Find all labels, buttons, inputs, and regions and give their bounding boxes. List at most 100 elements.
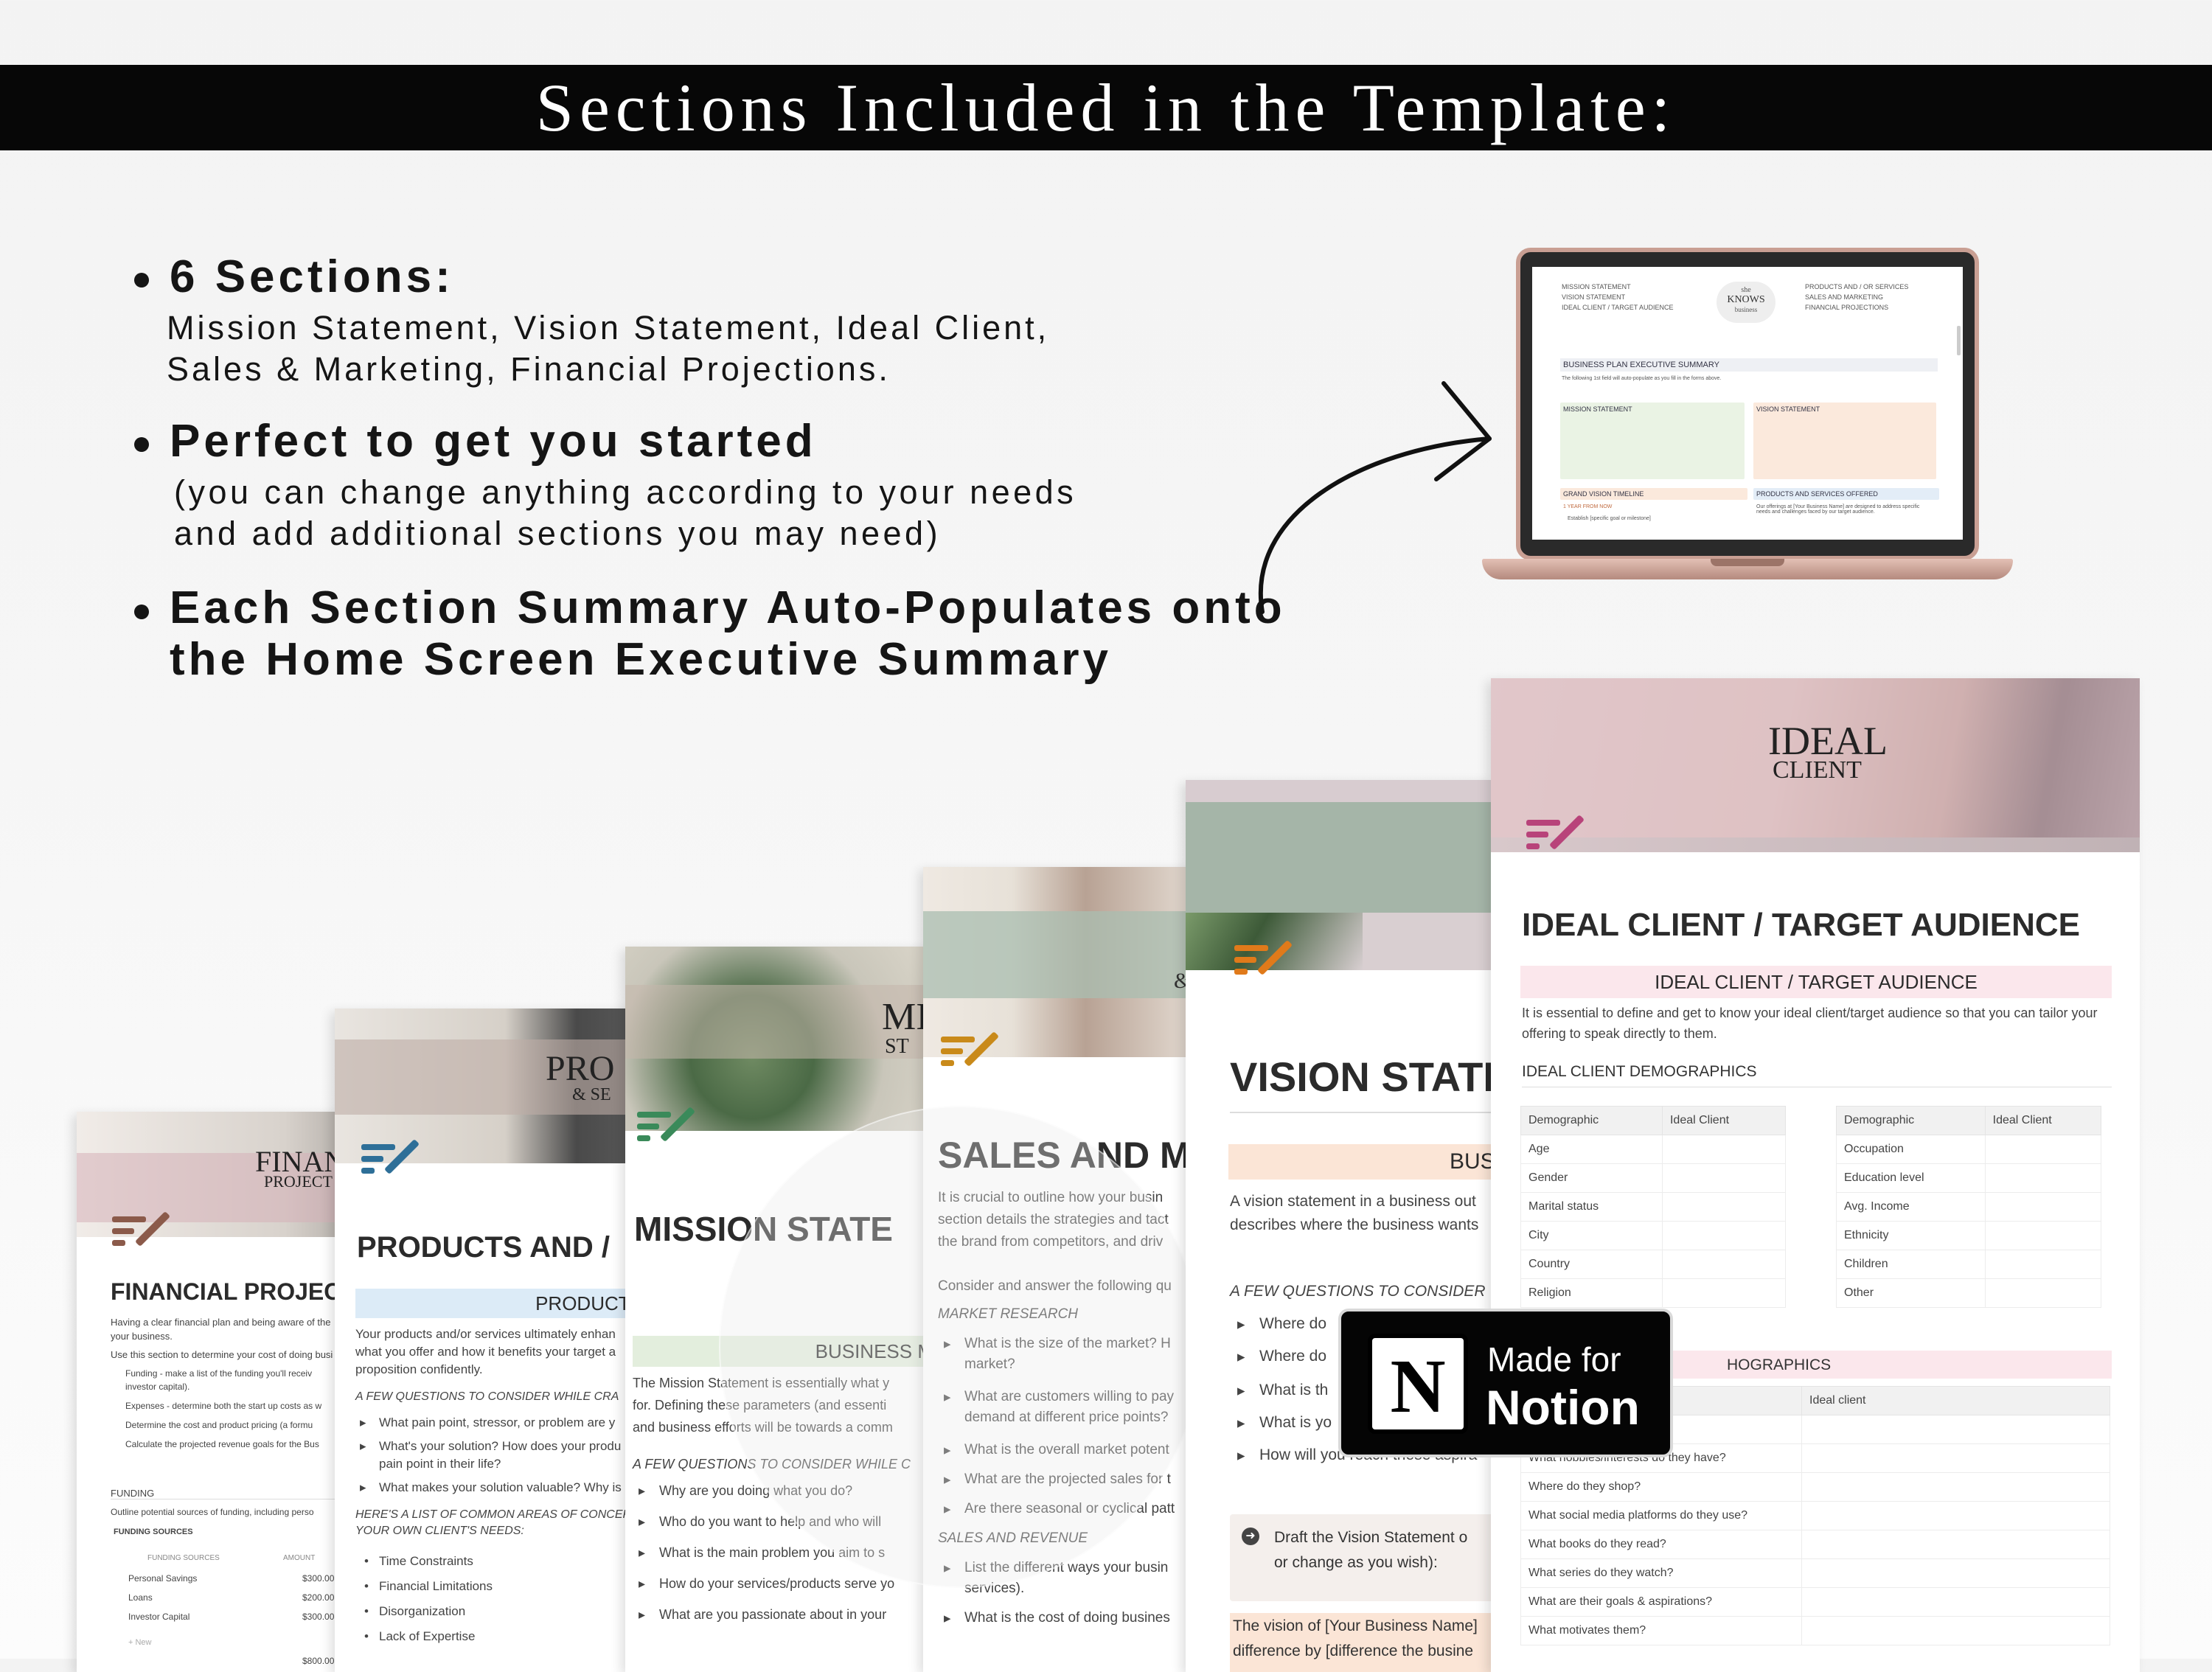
table-row[interactable]: Ethnicity	[1836, 1221, 2102, 1250]
section-heading: FUNDING	[111, 1488, 420, 1499]
page-title: FINANCIAL PROJECT	[111, 1278, 355, 1305]
database-title[interactable]: FUNDING SOURCES	[114, 1528, 193, 1536]
bullet-started-line1: (you can change anything according to yo…	[174, 473, 1077, 511]
callout-box: ➜ Draft the Vision Statement o or change…	[1230, 1514, 1495, 1601]
badge-line1: Made for	[1487, 1340, 1621, 1379]
table-row[interactable]: Occupation	[1836, 1135, 2102, 1164]
table-row[interactable]: Religion	[1520, 1278, 1787, 1308]
triangle-bullet-icon: ▸	[360, 1439, 366, 1453]
notes-edit-icon	[361, 1138, 420, 1184]
arrow-circle-icon: ➜	[1242, 1528, 1259, 1545]
section-header: BUSI	[1228, 1144, 1495, 1180]
triangle-bullet-icon: ▸	[639, 1607, 646, 1622]
mini-nav-item: MISSION STATEMENT	[1562, 283, 1631, 290]
bullet-sections-heading: 6 Sections:	[131, 251, 1385, 303]
bullet-sections-line1: Mission Statement, Vision Statement, Ide…	[167, 309, 1050, 346]
questions-heading: A FEW QUESTIONS TO CONSIDER	[1230, 1283, 1486, 1300]
mini-nav-item: SALES AND MARKETING	[1805, 293, 1884, 301]
mini-timeline-title: GRAND VISION TIMELINE	[1560, 488, 1747, 500]
triangle-bullet-icon: ▸	[639, 1545, 646, 1560]
draft-text-block[interactable]: The vision of [Your Business Name] diffe…	[1230, 1613, 1495, 1672]
bullet-autopopulate-heading: Each Section Summary Auto-Populates onto	[131, 582, 1385, 634]
table-row[interactable]: Loans	[128, 1592, 153, 1603]
bullet-dot-icon	[134, 273, 149, 288]
table-row[interactable]: What series do they watch?	[1520, 1558, 2110, 1588]
triangle-bullet-icon: ▸	[639, 1514, 646, 1529]
table-row[interactable]: Age	[1520, 1135, 1787, 1164]
cover-subtitle: ST	[885, 1035, 909, 1058]
mini-summary-note: The following 1st field will auto-popula…	[1562, 376, 1722, 381]
bullet-dot-icon	[134, 605, 149, 619]
page-title: PRODUCTS AND /	[357, 1231, 610, 1264]
triangle-bullet-icon: ▸	[639, 1576, 646, 1591]
cover-title: MI	[882, 996, 929, 1038]
feature-bullets: 6 Sections: Mission Statement, Vision St…	[131, 251, 1385, 686]
table-row[interactable]: Personal Savings	[128, 1573, 198, 1584]
add-row-button[interactable]: + New	[128, 1638, 152, 1647]
card-vision-statement: VISION STATE BUSI A vision statement in …	[1186, 780, 1495, 1672]
table-row[interactable]: City	[1520, 1221, 1787, 1250]
table-row[interactable]: Avg. Income	[1836, 1192, 2102, 1222]
table-row[interactable]: What are their goals & aspirations?	[1520, 1587, 2110, 1617]
triangle-bullet-icon: ▸	[360, 1415, 366, 1429]
table-row[interactable]: Other	[1836, 1278, 2102, 1308]
laptop-screen: MISSION STATEMENT VISION STATEMENT IDEAL…	[1516, 248, 1979, 560]
table-row[interactable]: Investor Capital	[128, 1612, 190, 1622]
table-row[interactable]: What books do they read?	[1520, 1530, 2110, 1559]
table-row[interactable]: Country	[1520, 1250, 1787, 1279]
mini-logo: she KNOWS business	[1717, 282, 1775, 323]
table-row[interactable]: Marital status	[1520, 1192, 1787, 1222]
notes-edit-icon	[637, 1106, 696, 1152]
page-title: IDEAL CLIENT / TARGET AUDIENCE	[1522, 907, 2080, 943]
notes-edit-icon	[1526, 814, 1585, 860]
title-banner: Sections Included in the Template:	[0, 65, 2212, 150]
table-row[interactable]: Where do they shop?	[1520, 1472, 2110, 1502]
mini-products-text: Our offerings at [Your Business Name] ar…	[1756, 504, 1920, 515]
watermark-logo	[719, 1106, 1201, 1588]
made-for-notion-badge: N Made for Notion	[1338, 1309, 1673, 1457]
triangle-bullet-icon: ▸	[1237, 1415, 1245, 1432]
triangle-bullet-icon: ▸	[639, 1483, 646, 1498]
bullet-autopopulate-line2: the Home Screen Executive Summary	[170, 634, 1113, 685]
triangle-bullet-icon: ▸	[360, 1480, 366, 1494]
bullet-dot-icon	[134, 437, 149, 452]
table-row[interactable]: What motivates them?	[1520, 1616, 2110, 1645]
list-item: Time Constraints	[379, 1554, 473, 1568]
bullet-started-heading: Perfect to get you started	[131, 415, 1385, 467]
cover-subtitle: CLIENT	[1773, 756, 1862, 784]
cover-title: FINAN	[255, 1145, 346, 1178]
section-header: IDEAL CLIENT / TARGET AUDIENCE	[1520, 966, 2112, 998]
triangle-bullet-icon: ▸	[1237, 1447, 1245, 1464]
table-row[interactable]: Gender	[1520, 1163, 1787, 1193]
cover-title: IDEAL	[1768, 719, 1888, 763]
table-row[interactable]: What social media platforms do they use?	[1520, 1501, 2110, 1530]
list-item: Financial Limitations	[379, 1579, 493, 1593]
banner-title: Sections Included in the Template:	[535, 70, 1677, 145]
notes-edit-icon	[112, 1211, 171, 1256]
cover-title: PRO	[546, 1049, 615, 1088]
table-row[interactable]: Education level	[1836, 1163, 2102, 1193]
cover-subtitle: PROJECT	[264, 1172, 333, 1191]
table-row[interactable]: Children	[1836, 1250, 2102, 1279]
bullet-sections-line2: Sales & Marketing, Financial Projections…	[167, 350, 891, 388]
notes-edit-icon	[1234, 939, 1293, 985]
psychographics-table: Ideal client What hobbies/interests do t…	[1520, 1386, 2110, 1645]
notion-logo-icon: N	[1368, 1334, 1468, 1434]
mini-nav-item: FINANCIAL PROJECTIONS	[1805, 304, 1889, 311]
section-heading: HOGRAPHICS	[1727, 1356, 1832, 1373]
list-item: Lack of Expertise	[379, 1629, 476, 1643]
triangle-bullet-icon: ▸	[1237, 1316, 1245, 1333]
page-title: VISION STATE	[1230, 1053, 1495, 1100]
questions-heading: A FEW QUESTIONS TO CONSIDER WHILE CRA	[355, 1390, 619, 1403]
mini-nav-item: PRODUCTS AND / OR SERVICES	[1805, 283, 1909, 290]
mini-timeline-row: 1 YEAR FROM NOW	[1563, 504, 1613, 509]
mini-scrollbar[interactable]	[1957, 326, 1961, 355]
arrow-icon	[1259, 381, 1492, 614]
badge-line2: Notion	[1486, 1380, 1640, 1435]
triangle-bullet-icon: ▸	[944, 1611, 951, 1626]
mini-vision-box: VISION STATEMENT	[1753, 403, 1936, 479]
triangle-bullet-icon: ▸	[1237, 1348, 1245, 1365]
mini-products-title: PRODUCTS AND SERVICES OFFERED	[1753, 488, 1939, 500]
